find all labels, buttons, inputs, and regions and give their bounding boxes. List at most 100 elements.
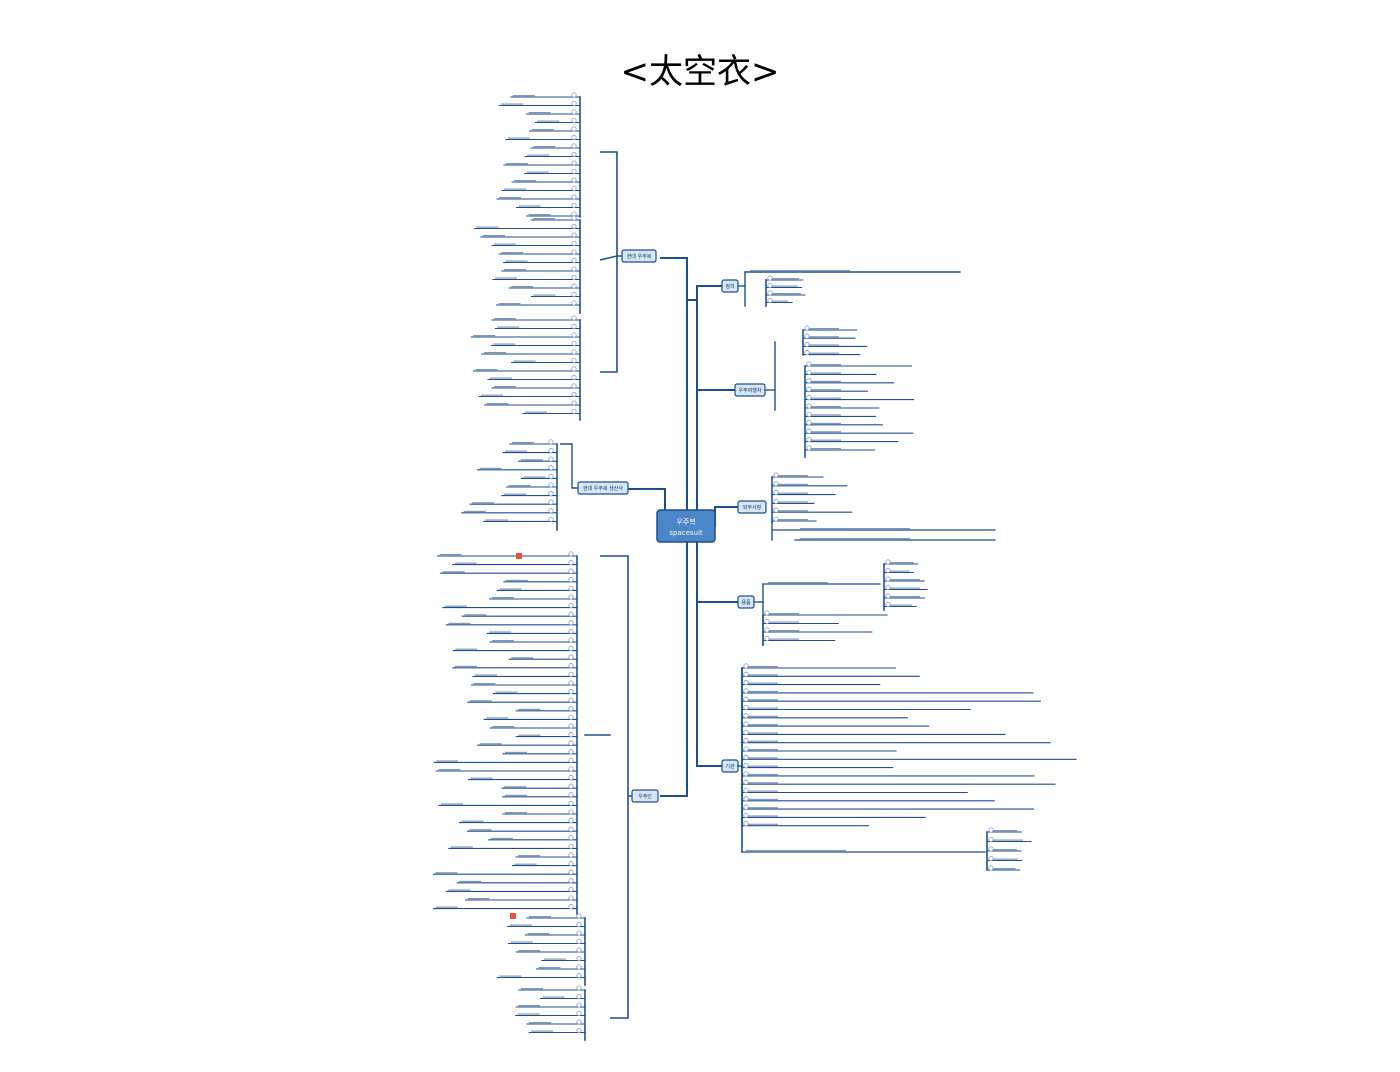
leaf-label bbox=[778, 475, 808, 477]
leaf-label bbox=[441, 803, 464, 805]
node-marker-icon bbox=[764, 635, 770, 642]
node-marker-icon bbox=[571, 291, 577, 298]
leaf-label bbox=[809, 336, 839, 338]
node-marker-icon bbox=[571, 185, 577, 192]
node-marker-icon bbox=[806, 411, 812, 417]
leaf-label bbox=[800, 528, 910, 530]
leaf-label bbox=[520, 459, 543, 461]
node-marker-icon bbox=[767, 275, 773, 281]
leaf-label bbox=[772, 278, 799, 280]
node-marker-icon bbox=[773, 498, 779, 504]
node-marker-icon bbox=[571, 202, 577, 209]
node-marker-icon bbox=[743, 738, 749, 744]
branch-gigwan-label: 기관 bbox=[725, 763, 735, 770]
node-marker-icon bbox=[571, 374, 577, 381]
node-marker-icon bbox=[576, 1027, 582, 1034]
leaf-label bbox=[493, 318, 516, 320]
leaf-label bbox=[504, 188, 527, 190]
branch-ujuyeohaengja-label: 우주여행자 bbox=[738, 387, 761, 394]
leaf-label bbox=[504, 786, 527, 788]
leaf-label bbox=[811, 448, 841, 450]
node-marker-icon bbox=[568, 611, 574, 617]
leaf-label bbox=[748, 715, 778, 717]
leaf-label bbox=[469, 829, 492, 831]
leaf-label bbox=[533, 146, 556, 148]
node-marker-icon bbox=[571, 143, 577, 149]
leaf-label bbox=[890, 604, 913, 606]
leaf-label bbox=[450, 846, 473, 848]
leaf-label bbox=[459, 880, 482, 882]
node-marker-icon bbox=[988, 846, 994, 852]
node-marker-icon bbox=[568, 843, 574, 849]
leaf-label bbox=[503, 269, 526, 271]
leaf-label bbox=[748, 823, 778, 825]
leaf-label bbox=[438, 769, 461, 771]
leaf-label bbox=[512, 95, 535, 97]
leaf-label bbox=[778, 519, 808, 521]
node-marker-icon bbox=[743, 771, 749, 777]
node-marker-icon bbox=[548, 516, 554, 522]
leaf-label bbox=[472, 502, 495, 504]
leaf-label bbox=[531, 129, 554, 131]
node-marker-icon bbox=[804, 350, 810, 356]
leaf-label bbox=[772, 285, 798, 287]
leaf-label bbox=[529, 1022, 552, 1024]
leaf-label bbox=[748, 798, 778, 800]
node-marker-icon bbox=[773, 481, 779, 487]
node-marker-icon bbox=[804, 341, 810, 347]
leaf-label bbox=[491, 640, 514, 642]
leaf-label bbox=[811, 422, 841, 424]
leaf-label bbox=[750, 270, 850, 272]
leaf-label bbox=[523, 476, 546, 478]
branch-saengsansa-label: 현대 우주복 생산사 bbox=[583, 485, 623, 492]
node-marker-icon bbox=[571, 408, 577, 415]
leaf-label bbox=[528, 916, 551, 918]
node-marker-icon bbox=[568, 783, 574, 789]
node-marker-icon bbox=[885, 559, 891, 565]
node-marker-icon bbox=[767, 290, 773, 296]
node-marker-icon bbox=[568, 861, 574, 867]
leaf-label bbox=[769, 621, 799, 623]
leaf-label bbox=[448, 889, 471, 891]
leaf-label bbox=[470, 777, 493, 779]
node-marker-icon bbox=[571, 109, 577, 115]
node-marker-icon bbox=[568, 886, 574, 892]
node-marker-icon bbox=[568, 878, 574, 884]
leaf-label bbox=[748, 674, 778, 676]
leaf-label bbox=[498, 303, 521, 305]
node-marker-icon bbox=[568, 654, 574, 660]
leaf-label bbox=[809, 328, 839, 330]
leaf-label bbox=[504, 794, 527, 796]
leaf-label bbox=[511, 286, 534, 288]
node-marker-icon bbox=[571, 257, 577, 264]
leaf-label bbox=[511, 442, 534, 444]
leaf-label bbox=[890, 587, 920, 589]
node-marker-icon bbox=[568, 560, 574, 566]
node-marker-icon bbox=[568, 689, 574, 695]
leaf-label bbox=[524, 411, 547, 413]
node-marker-icon bbox=[743, 704, 749, 711]
sub-connector bbox=[610, 796, 629, 1019]
leaf-label bbox=[514, 863, 537, 865]
node-marker-icon bbox=[806, 378, 812, 384]
leaf-label bbox=[495, 691, 518, 693]
node-marker-icon bbox=[571, 177, 577, 183]
leaf-label bbox=[811, 397, 841, 399]
node-marker-icon bbox=[806, 437, 812, 443]
leaf-label bbox=[748, 724, 778, 726]
node-marker-icon bbox=[568, 852, 574, 858]
node-marker-icon bbox=[743, 671, 749, 677]
node-marker-icon bbox=[571, 92, 577, 98]
leaf-label bbox=[505, 260, 528, 262]
leaf-label bbox=[542, 996, 565, 998]
leaf-label bbox=[486, 717, 509, 719]
node-marker-icon bbox=[806, 369, 812, 375]
leaf-label bbox=[499, 197, 522, 199]
leaf-label bbox=[748, 765, 778, 767]
node-marker-icon bbox=[568, 809, 574, 815]
node-marker-icon bbox=[548, 491, 554, 497]
node-marker-icon bbox=[571, 357, 577, 364]
leaf-label bbox=[748, 666, 778, 668]
leaf-label bbox=[778, 492, 808, 494]
